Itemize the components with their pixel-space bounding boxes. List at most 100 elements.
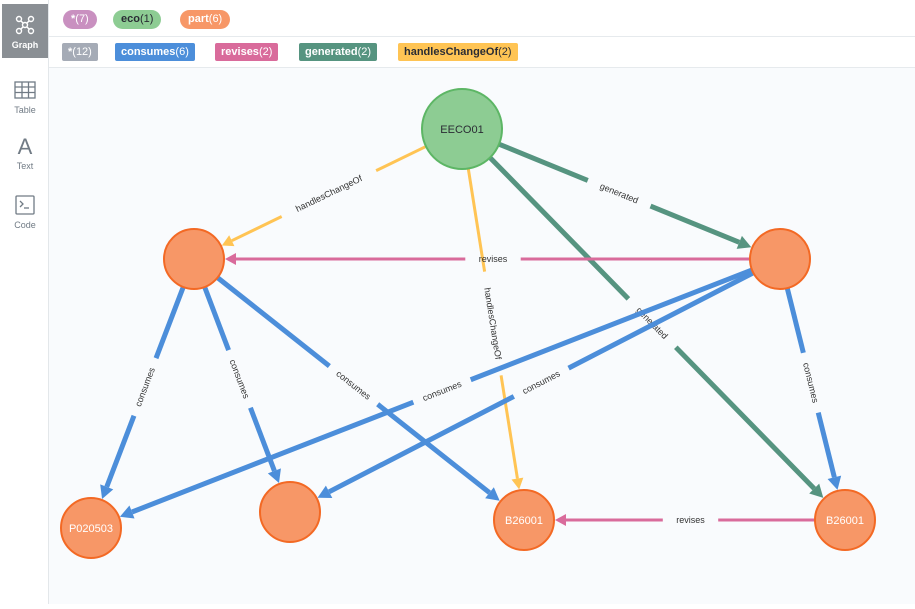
relationship-consumes[interactable]: consumes [317,270,755,499]
arrowhead [100,484,114,500]
relationship-types-bar: *(12) consumes(6) revises(2) generated(2… [49,37,915,68]
sidebar-item-label: Table [14,104,36,115]
rel-name: handlesChangeOf [404,46,499,58]
svg-text:A: A [18,135,33,157]
node-circle[interactable] [493,489,555,551]
relationship-line[interactable] [784,287,806,354]
rel-type-generated[interactable]: generated(2) [299,43,378,61]
sidebar-item-label: Text [16,160,34,171]
relationship-caption: revises [479,254,508,264]
arrowhead [555,514,566,526]
relationship-revises[interactable]: revises [555,514,815,526]
relationship-line[interactable] [469,267,753,383]
sidebar-item-label: Graph [11,39,39,50]
arrowhead [267,468,281,484]
relationship-caption: consumes [133,366,157,408]
relationship-line[interactable] [376,402,492,495]
relationship-caption: consumes [228,358,252,400]
relationship-line[interactable] [815,411,837,478]
relationship-consumes[interactable]: consumes [784,287,842,490]
node-label-all[interactable]: *(7) [63,10,97,29]
relationship-line[interactable] [231,215,283,243]
graph-svg[interactable]: handlesChangeOfhandlesChangeOfgeneratedg… [49,68,915,604]
node-circle[interactable] [814,489,876,551]
rel-count: (12) [72,46,92,58]
relationship-handleschangeof[interactable]: handlesChangeOf [466,168,524,490]
relationship-caption: generated [598,181,639,206]
arrowhead [485,487,500,501]
arrowhead [225,253,236,265]
node-circle[interactable] [163,228,225,290]
label-name: eco [121,13,140,25]
relationship-caption: consumes [521,368,562,396]
graph-icon [14,13,36,37]
table-icon [14,78,36,102]
node-caption: B26001 [505,515,543,527]
relationship-line[interactable] [202,286,231,352]
node-part[interactable]: B26001 [814,489,876,551]
sidebar-item-table[interactable]: Table [2,69,48,123]
rel-name: * [68,46,73,58]
relationship-consumes[interactable]: consumes [100,286,186,500]
node-part[interactable]: P020503 [60,497,122,559]
relationship-handleschangeof[interactable]: handlesChangeOf [221,145,427,247]
rel-type-all[interactable]: *(12) [62,43,98,61]
sidebar-item-graph[interactable]: Graph [2,4,48,58]
rel-type-revises[interactable]: revises(2) [215,43,279,61]
node-labels-bar: *(7) eco(1) part(6) [49,0,915,37]
relationship-line[interactable] [131,399,415,515]
relationship-line[interactable] [466,168,487,272]
node-part[interactable] [749,228,811,290]
relationship-line[interactable] [104,414,137,488]
relationship-line[interactable] [674,345,816,491]
label-count: (1) [139,13,154,25]
relationship-line[interactable] [375,145,427,173]
graph-canvas[interactable]: handlesChangeOfhandlesChangeOfgeneratedg… [49,68,915,604]
label-count: (7) [75,13,89,25]
arrowhead [827,475,842,490]
node-part[interactable]: B26001 [493,489,555,551]
arrowhead [317,485,333,499]
node-circle[interactable] [60,497,122,559]
rel-count: (2) [258,46,273,58]
relationship-line[interactable] [649,203,741,245]
relationship-line[interactable] [215,275,331,369]
node-circle[interactable] [259,481,321,543]
rel-type-handleschangeof[interactable]: handlesChangeOf(2) [398,43,518,61]
node-eco[interactable]: EECO01 [421,88,503,170]
label-count: (6) [208,13,223,25]
code-icon [15,193,35,217]
relationship-line[interactable] [499,375,519,479]
node-part[interactable] [163,228,225,290]
node-label-eco[interactable]: eco(1) [113,10,162,29]
rel-name: consumes [121,46,176,58]
sidebar-item-code[interactable]: Code [2,184,48,238]
relationship-caption: consumes [801,362,821,405]
node-circle[interactable] [421,88,503,170]
text-icon: A [14,134,36,158]
relationship-line[interactable] [488,155,631,301]
node-caption: P020503 [69,523,113,535]
node-part[interactable] [259,481,321,543]
label-name: * [71,13,76,25]
relationship-caption: handlesChangeOf [482,287,503,361]
rel-type-consumes[interactable]: consumes(6) [115,43,195,61]
arrowhead [736,235,752,249]
arrowhead [119,505,135,519]
relationship-generated[interactable]: generated [498,141,752,249]
node-caption: B26001 [826,515,864,527]
node-circle[interactable] [749,228,811,290]
relationship-line[interactable] [153,286,186,360]
label-name: part [188,13,209,25]
sidebar-item-label: Code [14,219,36,230]
relationship-caption: handlesChangeOf [294,173,364,214]
arrowhead [511,477,524,490]
sidebar-item-text[interactable]: A Text [2,125,48,179]
relationship-line[interactable] [498,141,589,183]
arrowhead [809,483,824,498]
relationship-line[interactable] [327,394,515,495]
node-label-part[interactable]: part(6) [180,10,231,29]
relationship-revises[interactable]: revises [225,253,750,265]
rel-count: (2) [498,46,512,58]
relationship-line[interactable] [567,270,755,371]
